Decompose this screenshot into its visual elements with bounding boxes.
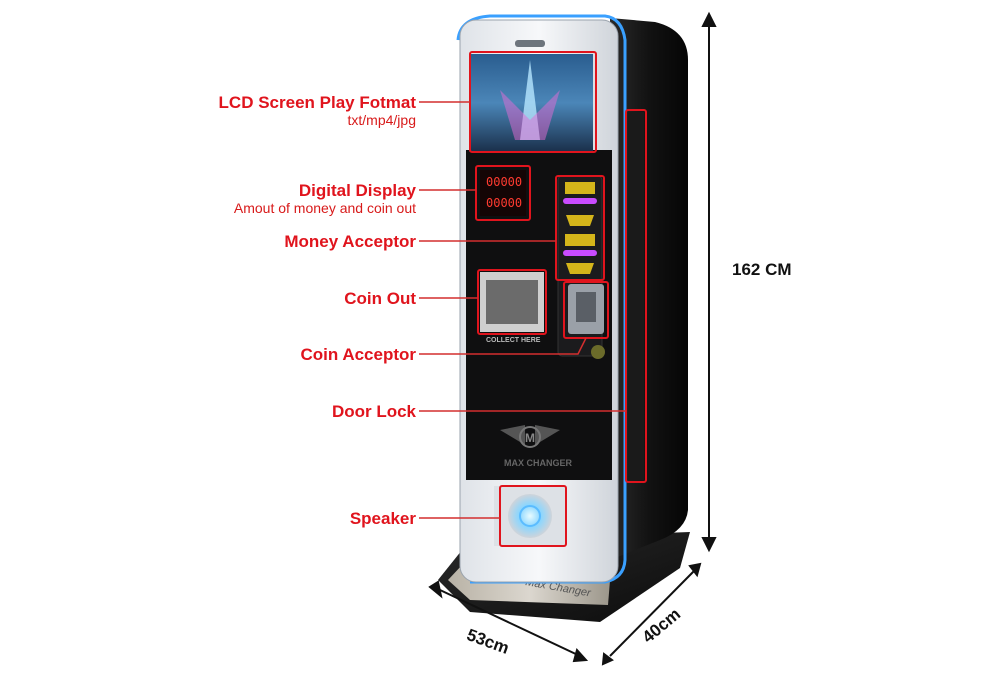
label-door-lock-title: Door Lock — [331, 402, 416, 421]
label-coin-acceptor: Coin Acceptor — [300, 345, 416, 364]
brand-text: MAX CHANGER — [504, 458, 573, 468]
label-lcd-screen: LCD Screen Play Fotmat txt/mp4/jpg — [219, 93, 416, 128]
label-digital-display-title: Digital Display — [298, 181, 416, 200]
label-coin-out: Coin Out — [344, 289, 416, 308]
display-digits-top: 00000 — [486, 175, 522, 189]
label-money-acceptor-title: Money Acceptor — [284, 232, 416, 251]
label-coin-acceptor-title: Coin Acceptor — [300, 345, 416, 364]
dimension-height-label: 162 CM — [732, 260, 792, 279]
display-digits-bottom: 00000 — [486, 196, 522, 210]
collect-here-text: COLLECT HERE — [486, 337, 541, 344]
label-lcd-screen-title: LCD Screen Play Fotmat — [218, 93, 416, 112]
dimension-arrows — [428, 11, 717, 666]
logo-letter: M — [525, 431, 535, 445]
label-digital-display-subtitle: Amout of money and coin out — [233, 200, 416, 216]
label-speaker-title: Speaker — [349, 509, 416, 528]
label-door-lock: Door Lock — [332, 402, 416, 421]
label-speaker: Speaker — [350, 509, 416, 528]
label-lcd-screen-subtitle: txt/mp4/jpg — [347, 112, 416, 128]
label-digital-display: Digital Display Amout of money and coin … — [234, 181, 416, 216]
leader-lines — [419, 101, 626, 519]
label-money-acceptor: Money Acceptor — [284, 232, 416, 251]
label-coin-out-title: Coin Out — [344, 289, 416, 308]
